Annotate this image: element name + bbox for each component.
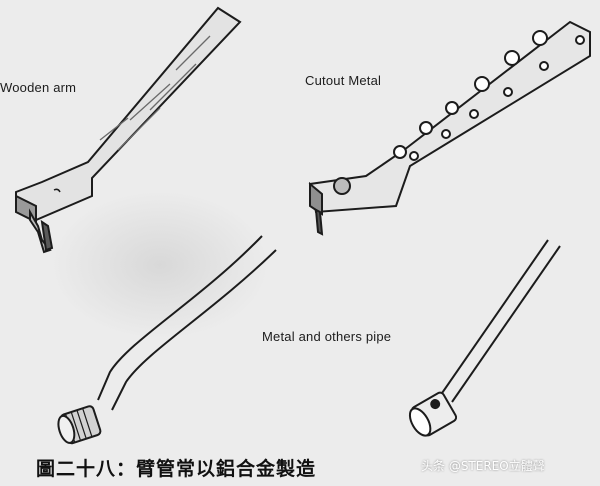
cutout-metal-label: Cutout Metal [305,73,382,88]
watermark: 头条 @STEREO立體聲 [421,459,545,473]
cutout-metal-drawing [308,20,591,236]
wooden-arm-drawing [15,6,242,254]
bent-pipe-drawing [57,235,277,445]
straight-pipe-drawing [408,239,561,437]
paper-stain [50,190,270,340]
wooden-arm-label: Wooden arm [0,80,77,95]
figure-caption: 圖二十八：臂管常以鋁合金製造 [36,458,317,480]
metal-pipe-label: Metal and others pipe [262,329,392,344]
